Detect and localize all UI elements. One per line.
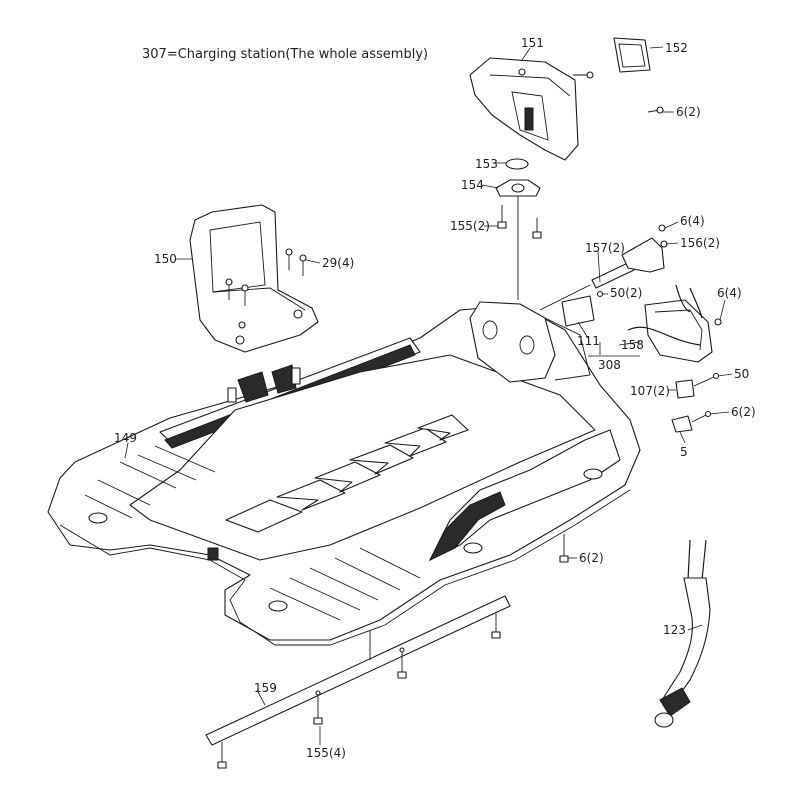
handle-mount-feet — [227, 364, 301, 403]
callout-159: 159 — [254, 681, 277, 695]
callout-6-4-top: 6(4) — [680, 214, 705, 228]
callout-153: 153 — [475, 157, 498, 171]
callout-152: 152 — [665, 41, 688, 55]
callout-155-2: 155(2) — [450, 219, 490, 233]
callout-6-4-right: 6(4) — [717, 286, 742, 300]
callout-6-2-bottom: 6(2) — [579, 551, 604, 565]
top-cover-151 — [469, 57, 579, 161]
label-plate-152 — [613, 37, 651, 73]
screw-6-bottom — [559, 534, 569, 563]
screws-155-top — [497, 205, 542, 239]
callout-111: 111 — [577, 334, 600, 348]
callout-5: 5 — [680, 445, 688, 459]
screws-6-top — [573, 71, 664, 114]
charging-tower-308 — [469, 301, 591, 383]
callout-308: 308 — [598, 358, 621, 372]
diagram-title: 307=Charging station(The whole assembly) — [142, 47, 428, 62]
bracket-154 — [495, 179, 541, 300]
callout-6-2-top: 6(2) — [676, 105, 701, 119]
callout-50-2: 50(2) — [610, 286, 642, 300]
callout-158: 158 — [621, 338, 644, 352]
callout-29-4: 29(4) — [322, 256, 354, 270]
board-158 — [627, 284, 722, 363]
callout-156-2: 156(2) — [680, 236, 720, 250]
callout-151: 151 — [521, 36, 544, 50]
callout-107-2: 107(2) — [630, 384, 670, 398]
parts-107-5 — [671, 372, 720, 433]
callout-6-2-right: 6(2) — [731, 405, 756, 419]
callout-50: 50 — [734, 367, 749, 381]
callout-labels: 151 152 6(2) 153 154 155(2) 6(4) 156(2) … — [114, 36, 756, 760]
callout-154: 154 — [461, 178, 484, 192]
o-ring-153 — [505, 158, 529, 170]
callout-149: 149 — [114, 431, 137, 445]
handle-150 — [189, 204, 319, 353]
screws-29 — [225, 248, 307, 306]
power-cable-123 — [654, 539, 711, 728]
base-plate-149 — [47, 304, 641, 646]
strip-159 — [205, 595, 511, 769]
callout-157-2: 157(2) — [585, 241, 625, 255]
pcb-111 — [561, 290, 604, 327]
callout-150: 150 — [154, 252, 177, 266]
callout-155-4: 155(4) — [306, 746, 346, 760]
connector-156-157 — [539, 224, 668, 311]
callout-123: 123 — [663, 623, 686, 637]
leader-lines — [124, 46, 733, 745]
